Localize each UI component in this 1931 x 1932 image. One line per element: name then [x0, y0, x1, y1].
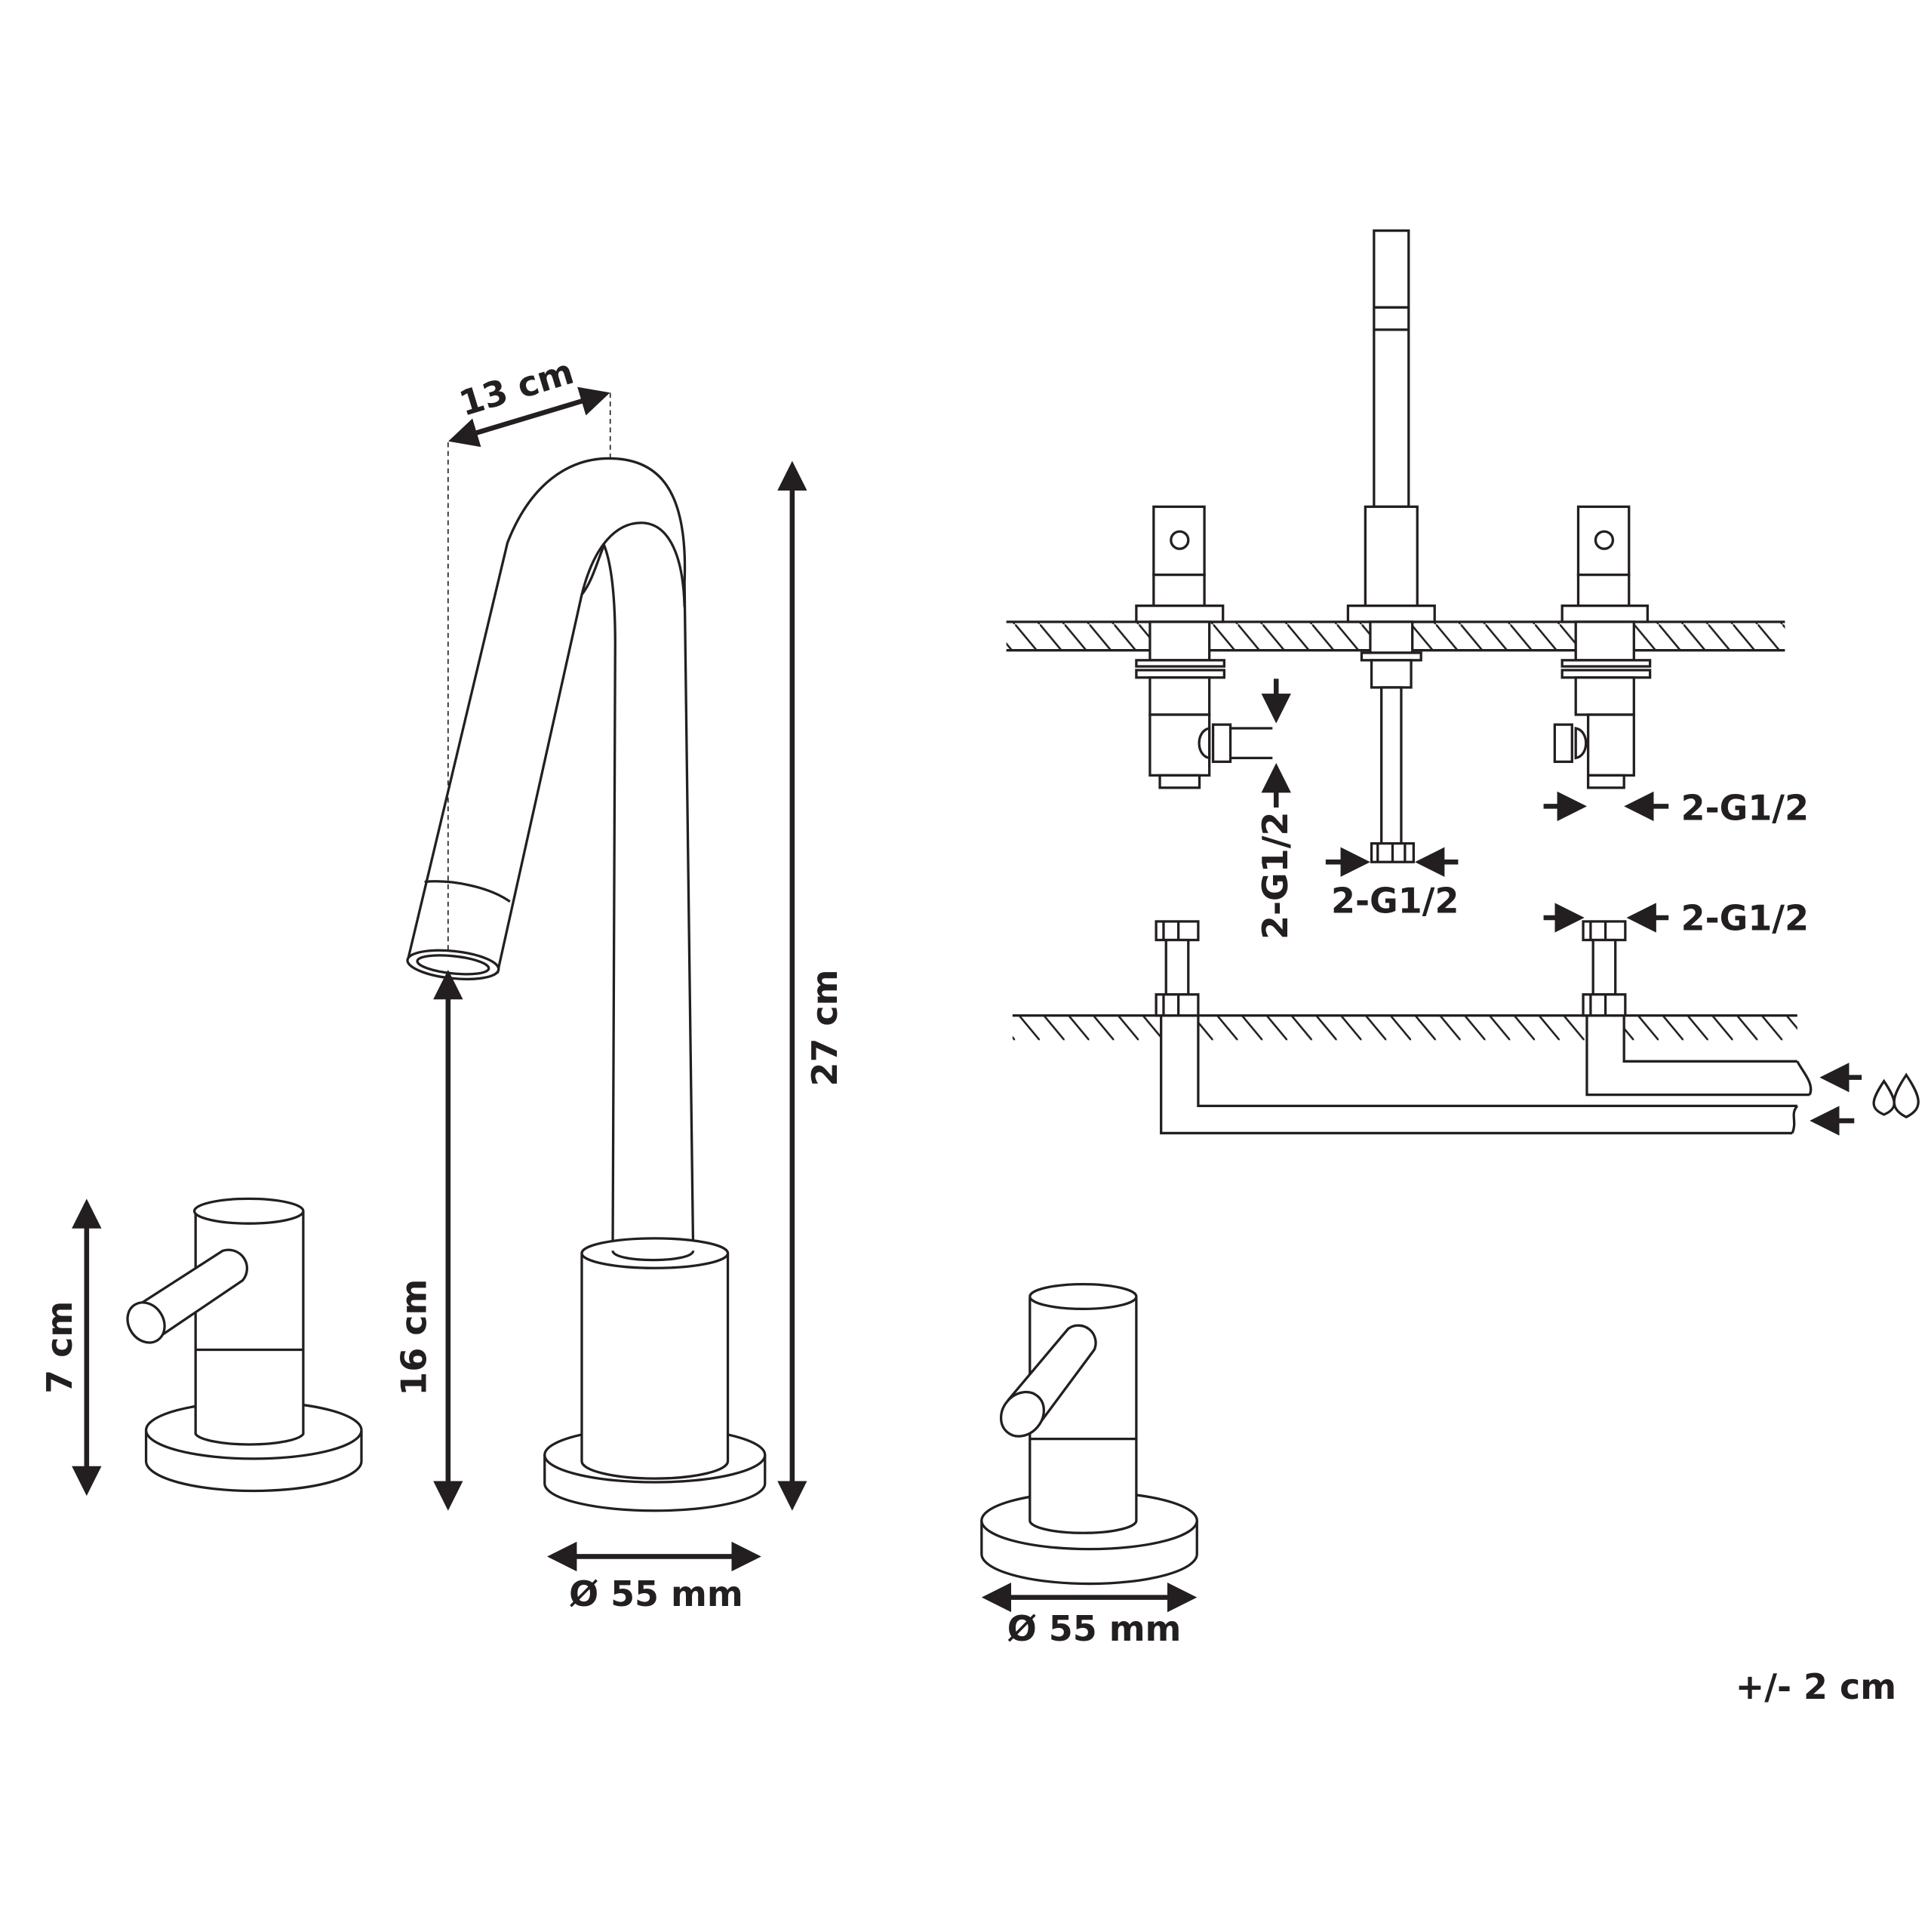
supply-connector-left [1155, 920, 1200, 1017]
handle-base-diameter-label: Ø 55 mm [1007, 1608, 1182, 1649]
spout-reach-label: 13 cm [454, 351, 578, 424]
center-spout [1346, 229, 1436, 863]
total-height-label: 27 cm [804, 970, 845, 1087]
mixer-spout-drawing [406, 457, 767, 1512]
water-drops-icon [1872, 1072, 1920, 1118]
left-valve [1135, 505, 1273, 789]
left-handle-drawing [126, 1197, 363, 1493]
installation-diagram [1006, 229, 1920, 1136]
right-valve-connection-label: 2-G1/2 [1681, 787, 1809, 828]
left-valve-connection-label: 2-G1/2 [1255, 812, 1296, 940]
mixer-base-diameter-label: Ø 55 mm [569, 1574, 743, 1614]
right-valve [1553, 505, 1652, 789]
supply-connection-label: 2-G1/2 [1681, 897, 1809, 938]
tolerance-label: +/- 2 cm [1736, 1666, 1896, 1707]
spout-connection-label: 2-G1/2 [1331, 880, 1459, 921]
right-handle-drawing [980, 1282, 1198, 1586]
spout-height-label: 16 cm [393, 1279, 434, 1396]
dimension-lines [72, 386, 1198, 1613]
handle-height-label: 7 cm [39, 1301, 80, 1394]
supply-connector-right [1582, 920, 1627, 1017]
